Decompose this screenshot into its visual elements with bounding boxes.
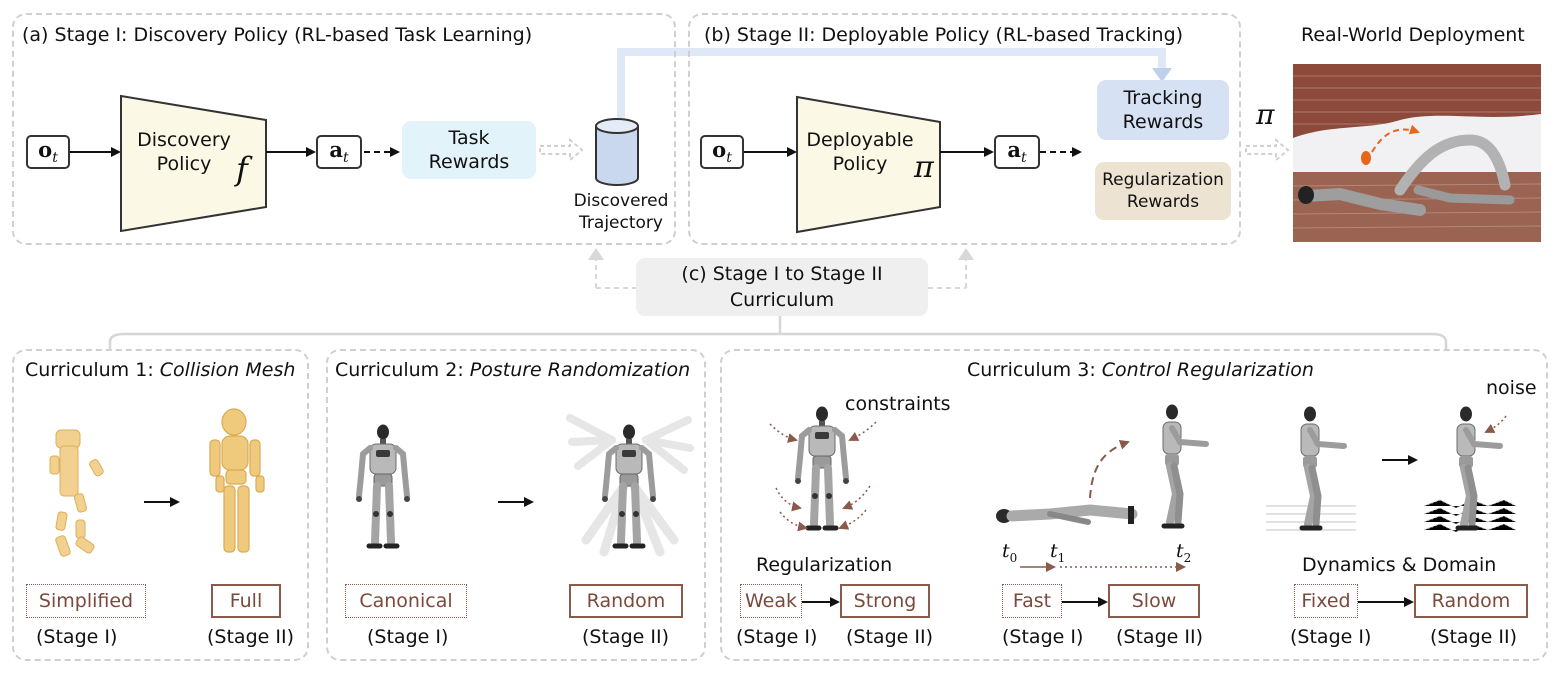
curriculum2-title: Curriculum 2: Posture Randomization	[335, 359, 691, 381]
c3-dyn-to-stage: (Stage II)	[1430, 626, 1517, 648]
action-box-2: at	[994, 135, 1040, 169]
curriculum3-title: Curriculum 3: Control Regularization	[967, 359, 1314, 381]
random-pose-tag: Random	[569, 584, 683, 618]
random-domain-tag: Random	[1414, 584, 1528, 618]
full-mesh-robot	[209, 408, 265, 553]
dynamics-domain-label: Dynamics & Domain	[1302, 554, 1497, 576]
weak-tag: Weak	[740, 584, 802, 618]
lying-robot	[996, 504, 1138, 525]
deployable-policy-symbol: π	[914, 150, 934, 185]
simplified-tag: Simplified	[26, 584, 146, 618]
deployment-policy-symbol: π	[1256, 98, 1275, 131]
simplified-mesh-robot	[49, 429, 104, 557]
t0-label: t0	[1002, 540, 1018, 565]
c3-reg-from-stage: (Stage I)	[736, 626, 818, 648]
discovery-policy-label: Discovery Policy	[137, 129, 231, 175]
curriculum1-title: Curriculum 1: Collision Mesh	[25, 359, 296, 381]
full-tag: Full	[211, 584, 281, 618]
stage2-panel	[688, 13, 1241, 245]
strong-tag: Strong	[840, 584, 930, 618]
stage2-title: (b) Stage II: Deployable Policy (RL-base…	[704, 24, 1184, 46]
discovery-policy-shape	[120, 94, 267, 233]
c3-reg-to-stage: (Stage II)	[846, 626, 933, 648]
action-box: at	[316, 135, 362, 169]
stage1-panel	[12, 13, 676, 245]
discovered-trajectory-label: Discovered Trajectory	[573, 191, 669, 233]
fixed-tag: Fixed	[1294, 584, 1358, 618]
c3-speed-to-stage: (Stage II)	[1116, 626, 1203, 648]
constraints-label: constraints	[845, 393, 951, 415]
curriculum3-panel	[720, 349, 1548, 661]
deployable-policy-label: Deployable Policy	[806, 129, 914, 175]
deployable-policy-shape	[796, 95, 941, 234]
regularization-label: Regularization	[756, 554, 893, 576]
c1-to-stage: (Stage II)	[207, 626, 294, 648]
c3-dyn-from-stage: (Stage I)	[1290, 626, 1372, 648]
c3-speed-from-stage: (Stage I)	[1002, 626, 1084, 648]
stage1-title: (a) Stage I: Discovery Policy (RL-based …	[22, 24, 533, 46]
c2-from-stage: (Stage I)	[367, 626, 449, 648]
t2-label: t2	[1176, 540, 1192, 565]
deployment-photo	[1292, 64, 1542, 242]
regularization-rewards: Regularization Rewards	[1095, 162, 1231, 220]
t1-label: t1	[1050, 540, 1066, 565]
tracking-rewards: Tracking Rewards	[1097, 80, 1229, 140]
c2-to-stage: (Stage II)	[582, 626, 669, 648]
canonical-tag: Canonical	[345, 584, 467, 618]
noise-label: noise	[1486, 377, 1537, 399]
fast-tag: Fast	[1002, 584, 1062, 618]
observation-box: ot	[26, 135, 70, 169]
c1-from-stage: (Stage I)	[36, 626, 118, 648]
slow-tag: Slow	[1108, 584, 1200, 618]
curriculum1-panel	[12, 349, 309, 661]
deployment-title: Real-World Deployment	[1301, 24, 1525, 46]
observation-box-2: ot	[700, 135, 744, 169]
database-icon	[595, 118, 639, 186]
discovery-policy-symbol: f	[236, 150, 248, 188]
curriculum-header: (c) Stage I to Stage II Curriculum	[636, 258, 928, 316]
curriculum2-panel	[326, 349, 706, 661]
task-rewards: Task Rewards	[402, 121, 536, 179]
